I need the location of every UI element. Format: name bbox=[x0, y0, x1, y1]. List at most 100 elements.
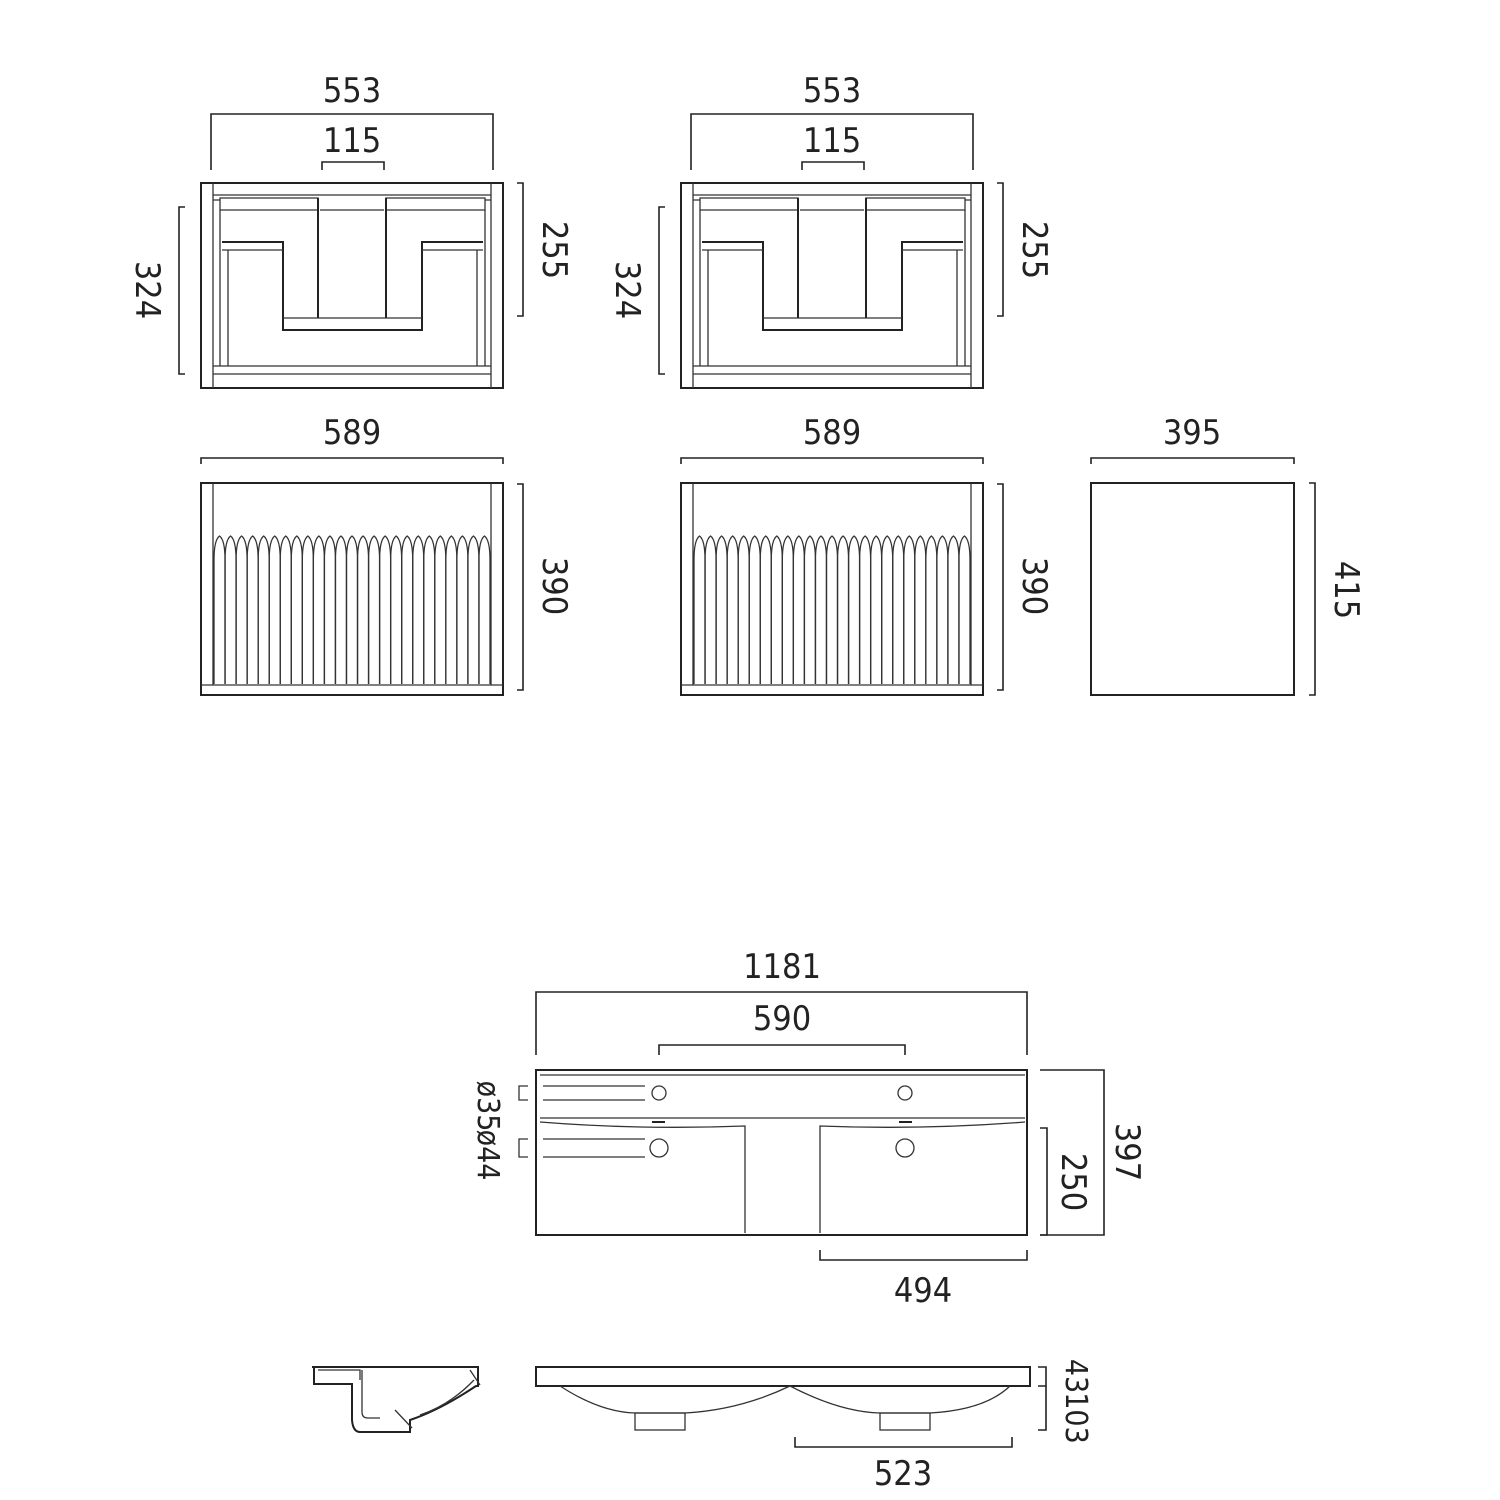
flute bbox=[456, 535, 469, 684]
dim-line-panel-width bbox=[1090, 457, 1295, 464]
flute bbox=[467, 535, 480, 684]
flute bbox=[389, 535, 403, 684]
flute bbox=[726, 535, 739, 684]
dim-label-inner-depth: 255 bbox=[534, 221, 574, 279]
dim-line-front-width bbox=[680, 457, 984, 464]
flute bbox=[445, 535, 458, 684]
dim-line-basin-width bbox=[535, 991, 1028, 1055]
flute bbox=[836, 535, 850, 684]
flute bbox=[715, 535, 728, 684]
dim-line-panel-height bbox=[1309, 482, 1316, 696]
flute bbox=[781, 535, 795, 684]
panel-outline bbox=[1090, 482, 1295, 696]
dim-label-inner-depth: 255 bbox=[1014, 221, 1054, 279]
dim-label-panel-height: 415 bbox=[1326, 561, 1366, 619]
dim-line-tap-spacing bbox=[658, 1044, 906, 1055]
flute bbox=[803, 535, 817, 684]
cabinet-outline bbox=[680, 182, 984, 389]
dim-label-gap: 115 bbox=[803, 121, 861, 161]
basin-top-slab bbox=[535, 1366, 1031, 1387]
dim-line-inner-depth bbox=[997, 182, 1004, 317]
flute bbox=[947, 535, 960, 684]
flute bbox=[958, 535, 971, 684]
dim-label-drain-spacing: 523 bbox=[874, 1454, 932, 1494]
hole-brackets bbox=[518, 1085, 528, 1158]
flute bbox=[334, 535, 348, 684]
flute bbox=[869, 535, 883, 684]
dim-label-depth: 324 bbox=[127, 261, 167, 319]
dim-line-depth bbox=[178, 206, 185, 375]
flute bbox=[814, 535, 828, 684]
dim-line-basin-depth bbox=[1040, 1069, 1105, 1236]
flute bbox=[759, 535, 772, 684]
flute bbox=[847, 535, 861, 684]
flute bbox=[213, 535, 226, 684]
flute bbox=[367, 535, 381, 684]
flute bbox=[268, 535, 281, 684]
flute bbox=[290, 535, 303, 684]
dim-label-height: 103 bbox=[1058, 1392, 1093, 1444]
flute bbox=[792, 535, 806, 684]
flute bbox=[693, 535, 706, 684]
dim-label-tap-spacing: 590 bbox=[753, 999, 811, 1039]
dim-label-basin-width: 1181 bbox=[743, 947, 821, 987]
tap-hole-right bbox=[897, 1085, 913, 1101]
flute bbox=[401, 535, 414, 684]
dim-line-bowl-width bbox=[819, 1250, 1028, 1261]
fluted-panel bbox=[693, 535, 971, 684]
front-outline bbox=[680, 482, 984, 696]
flute bbox=[412, 535, 425, 684]
flute bbox=[257, 535, 270, 684]
flute bbox=[423, 535, 436, 684]
flute bbox=[914, 535, 927, 684]
dim-line-bowl-depth bbox=[1040, 1127, 1048, 1236]
dim-label-bowl-width: 494 bbox=[894, 1271, 952, 1311]
dim-label-top-thickness: 43 bbox=[1058, 1359, 1093, 1393]
dim-label-width: 553 bbox=[323, 71, 381, 111]
dim-label-bowl-depth: 250 bbox=[1053, 1153, 1093, 1211]
basin-side-view: 43 103 523 bbox=[535, 1359, 1093, 1494]
flute bbox=[770, 535, 783, 684]
flute bbox=[246, 535, 259, 684]
flute bbox=[881, 535, 894, 684]
basin-section-view bbox=[312, 1366, 481, 1433]
dim-label-hole-small: ø35 bbox=[470, 1081, 505, 1132]
dim-label-depth: 324 bbox=[607, 261, 647, 319]
dim-line-front-height bbox=[997, 483, 1004, 691]
flute bbox=[936, 535, 949, 684]
cabinet-front-view: 589 390 bbox=[680, 413, 1054, 696]
fluted-panel bbox=[213, 535, 491, 684]
flute bbox=[224, 535, 237, 684]
dim-line-depth bbox=[658, 206, 665, 375]
drain-hole-left bbox=[649, 1138, 669, 1158]
cabinet-front-view: 589 390 bbox=[200, 413, 574, 696]
dim-label-front-width: 589 bbox=[803, 413, 861, 453]
side-panel-view: 395 415 bbox=[1090, 413, 1366, 696]
flute bbox=[903, 535, 916, 684]
flute bbox=[235, 535, 248, 684]
flute bbox=[925, 535, 938, 684]
flute bbox=[279, 535, 292, 684]
flute bbox=[737, 535, 750, 684]
cabinet-outline bbox=[200, 182, 504, 389]
flute bbox=[345, 535, 359, 684]
dim-line-gap bbox=[801, 161, 865, 170]
dim-label-front-height: 390 bbox=[534, 557, 574, 615]
dim-label-width: 553 bbox=[803, 71, 861, 111]
drain-left bbox=[634, 1412, 686, 1431]
basin-top-view: 1181 590 397 250 494 ø35 ø44 bbox=[470, 947, 1147, 1311]
flute bbox=[478, 535, 491, 684]
dim-line-width bbox=[690, 113, 974, 170]
flute bbox=[356, 535, 370, 684]
dim-line-width bbox=[210, 113, 494, 170]
flute bbox=[892, 535, 905, 684]
cabinet-top-view: 553 115 324 255 bbox=[607, 71, 1054, 389]
dim-line-front-width bbox=[200, 457, 504, 464]
dim-label-basin-depth: 397 bbox=[1107, 1123, 1147, 1181]
flute bbox=[378, 535, 392, 684]
dim-line-inner-depth bbox=[517, 182, 524, 317]
dim-line-drain-spacing bbox=[794, 1437, 1013, 1448]
dim-label-gap: 115 bbox=[323, 121, 381, 161]
dim-line-gap bbox=[321, 161, 385, 170]
